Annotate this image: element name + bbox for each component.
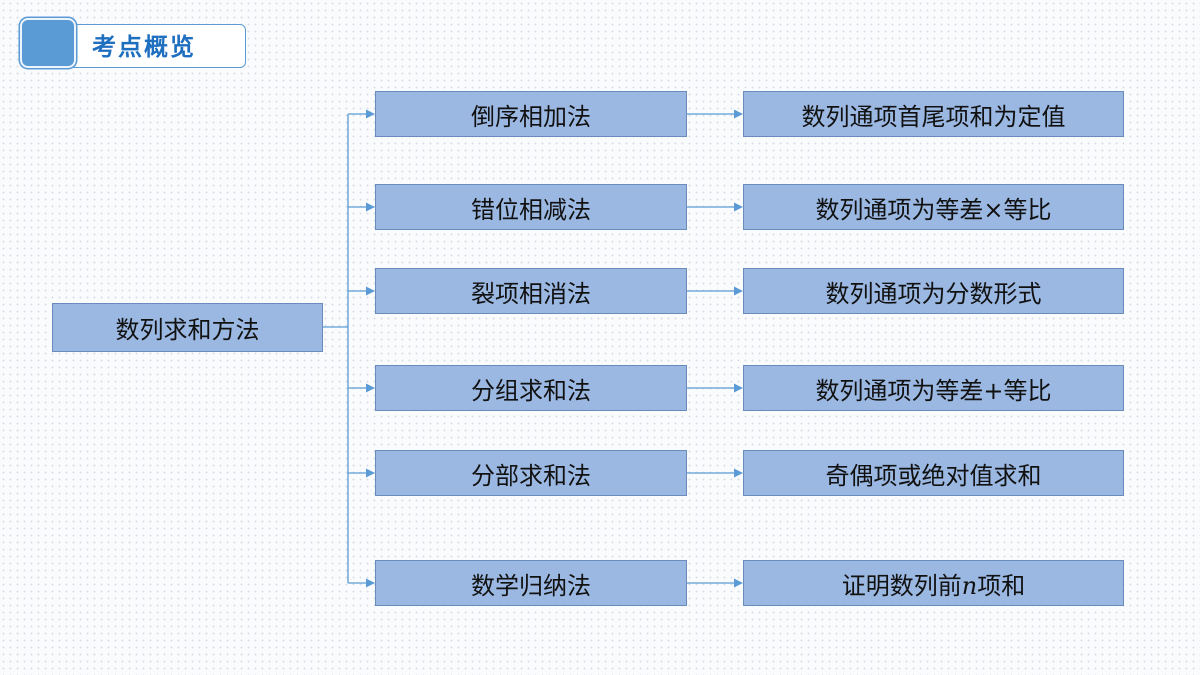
- method-node-offset-subtract: 错位相减法: [375, 184, 687, 230]
- method-label: 倒序相加法: [471, 102, 591, 131]
- method-node-group-sum: 分组求和法: [375, 365, 687, 411]
- description-suffix: 项和: [977, 571, 1026, 600]
- description-node-offset-subtract: 数列通项为等差×等比: [743, 184, 1124, 230]
- method-node-partial-sum: 分部求和法: [375, 450, 687, 496]
- title-badge: 考点概览: [20, 18, 246, 68]
- description-node-group-sum: 数列通项为等差+等比: [743, 365, 1124, 411]
- method-label: 裂项相消法: [471, 279, 591, 308]
- page-title: 考点概览: [92, 33, 196, 61]
- description-label: 奇偶项或绝对值求和: [825, 461, 1042, 490]
- method-label: 数学归纳法: [471, 571, 591, 600]
- title-accent-square: [20, 18, 76, 68]
- method-node-induction: 数学归纳法: [375, 560, 687, 606]
- method-label: 错位相减法: [471, 195, 591, 224]
- method-label: 分组求和法: [471, 376, 591, 405]
- description-label: 数列通项首尾项和为定值: [801, 102, 1066, 131]
- method-label: 分部求和法: [471, 461, 591, 490]
- method-node-telescoping: 裂项相消法: [375, 268, 687, 314]
- description-node-telescoping: 数列通项为分数形式: [743, 268, 1124, 314]
- description-label: 数列通项为等差×等比: [815, 195, 1052, 224]
- description-label: 证明数列前n项和: [842, 566, 1025, 601]
- root-node-label: 数列求和方法: [115, 316, 260, 344]
- description-node-reverse-add: 数列通项首尾项和为定值: [743, 91, 1124, 137]
- description-node-partial-sum: 奇偶项或绝对值求和: [743, 450, 1124, 496]
- description-label: 数列通项为分数形式: [825, 279, 1042, 308]
- description-prefix: 证明数列前: [841, 571, 962, 600]
- description-label: 数列通项为等差+等比: [815, 376, 1052, 405]
- variable-n: n: [961, 571, 978, 600]
- root-node: 数列求和方法: [52, 303, 323, 352]
- method-node-reverse-add: 倒序相加法: [375, 91, 687, 137]
- description-node-induction: 证明数列前n项和: [743, 560, 1124, 606]
